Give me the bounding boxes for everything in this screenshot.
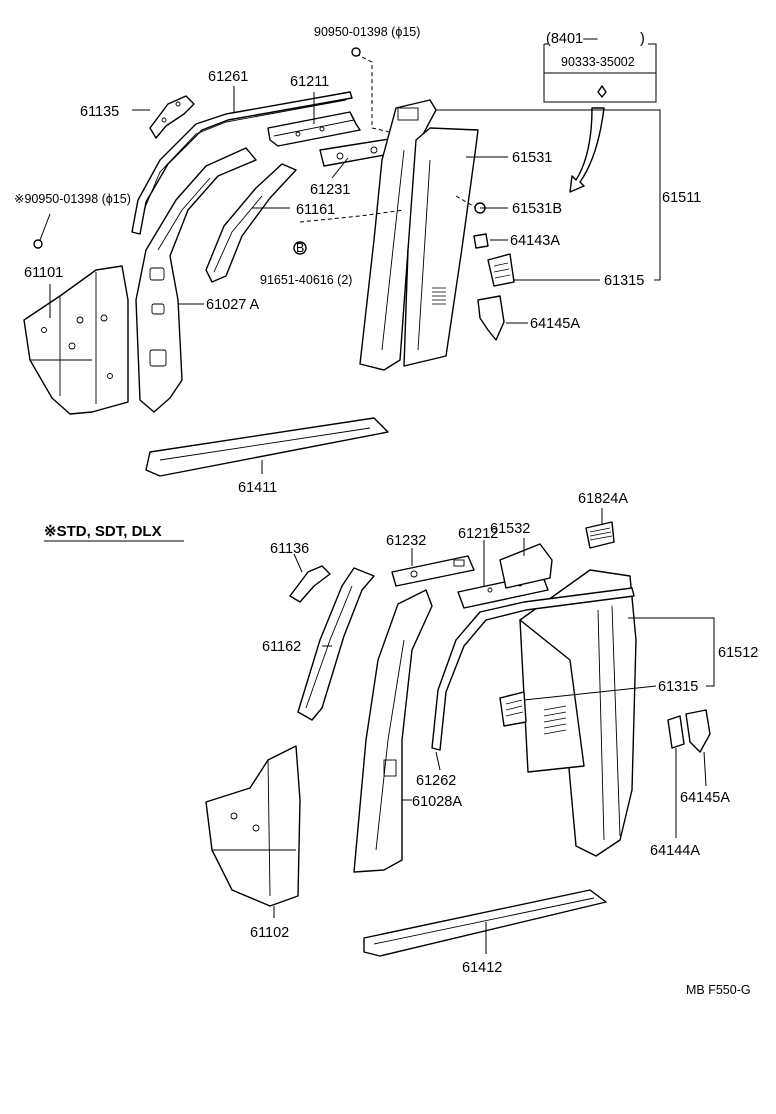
label-61262: 61262 (416, 773, 456, 789)
label-61412: 61412 (462, 960, 502, 976)
label-64144A: 64144A (650, 843, 700, 859)
part-61135 (149, 95, 195, 139)
vent-61315-top (487, 253, 515, 287)
label-90333-35002: 90333-35002 (561, 55, 635, 69)
part-61211 (267, 111, 361, 147)
label-61512: 61512 (718, 645, 758, 661)
label-64145A-top: 64145A (530, 316, 580, 332)
label-61411: 61411 (238, 480, 277, 496)
label-61531B: 61531B (512, 201, 562, 217)
leader-lines-lower (273, 508, 715, 954)
vent-61315-bottom (499, 691, 527, 727)
part-64145A-top (477, 295, 505, 341)
label-61231: 61231 (310, 182, 350, 198)
label-61211: 61211 (290, 74, 329, 90)
part-61101 (23, 265, 129, 415)
part-61027A (135, 147, 257, 413)
label-61232: 61232 (386, 533, 426, 549)
label-61261: 61261 (208, 69, 248, 85)
label-61315-top: 61315 (604, 273, 644, 289)
label-61161: 61161 (296, 202, 335, 218)
label-64143A: 64143A (510, 233, 560, 249)
label-64145A-bottom: 64145A (680, 790, 730, 806)
label-61101: 61101 (24, 265, 63, 281)
part-61531 (403, 127, 479, 367)
clip-90950-01398-left (33, 239, 43, 249)
label-61102: 61102 (250, 925, 289, 941)
label-61162: 61162 (262, 639, 301, 655)
part-61412 (363, 889, 607, 957)
arrow-indicator (569, 107, 605, 193)
label-note-std-sdt-dlx: ※STD, SDT, DLX (44, 523, 162, 540)
leader-lines-upper (39, 86, 661, 474)
part-61232 (391, 555, 475, 587)
label-61315-bottom: 61315 (658, 679, 698, 695)
part-64143A (473, 233, 489, 249)
part-61411 (145, 417, 389, 477)
bolt-b-symbol (293, 241, 307, 255)
label-61135: 61135 (80, 104, 119, 120)
part-64145A-bottom (685, 709, 711, 753)
label-90950-01398-top: 90950-01398 (ϕ15) (314, 25, 420, 39)
label-61136: 61136 (270, 541, 309, 557)
part-61162 (297, 567, 375, 721)
part-61824A (585, 521, 615, 549)
part-61136 (289, 565, 331, 603)
label-61824A: 61824A (578, 491, 628, 507)
label-91651-40616: 91651-40616 (2) (260, 273, 352, 287)
part-61261 (131, 91, 353, 235)
bolt-b-letter: B (296, 241, 304, 255)
label-61027A: 61027 A (206, 297, 260, 313)
label-90950-01398-left: ※90950-01398 (ϕ15) (14, 192, 131, 206)
part-61262 (431, 587, 635, 751)
label-61028A: 61028A (412, 794, 462, 810)
label-61532: 61532 (490, 521, 530, 537)
clip-90333-35002 (597, 85, 607, 98)
label-61511: 61511 (662, 190, 701, 206)
part-61532 (499, 543, 553, 589)
label-8401-close: ) (640, 31, 645, 47)
part-61512-quarter-panel (519, 569, 637, 857)
label-8401: (8401— (546, 31, 598, 47)
part-61102 (205, 745, 301, 907)
part-61161 (205, 163, 297, 283)
part-64144A (667, 715, 685, 749)
part-61028A (353, 589, 433, 873)
label-61531: 61531 (512, 150, 552, 166)
footer-diagram-code: MB F550-G (686, 983, 751, 997)
reference-box-8401 (543, 43, 657, 103)
label-61212: 61212 (458, 526, 498, 542)
clip-90950-01398-top (351, 47, 361, 57)
